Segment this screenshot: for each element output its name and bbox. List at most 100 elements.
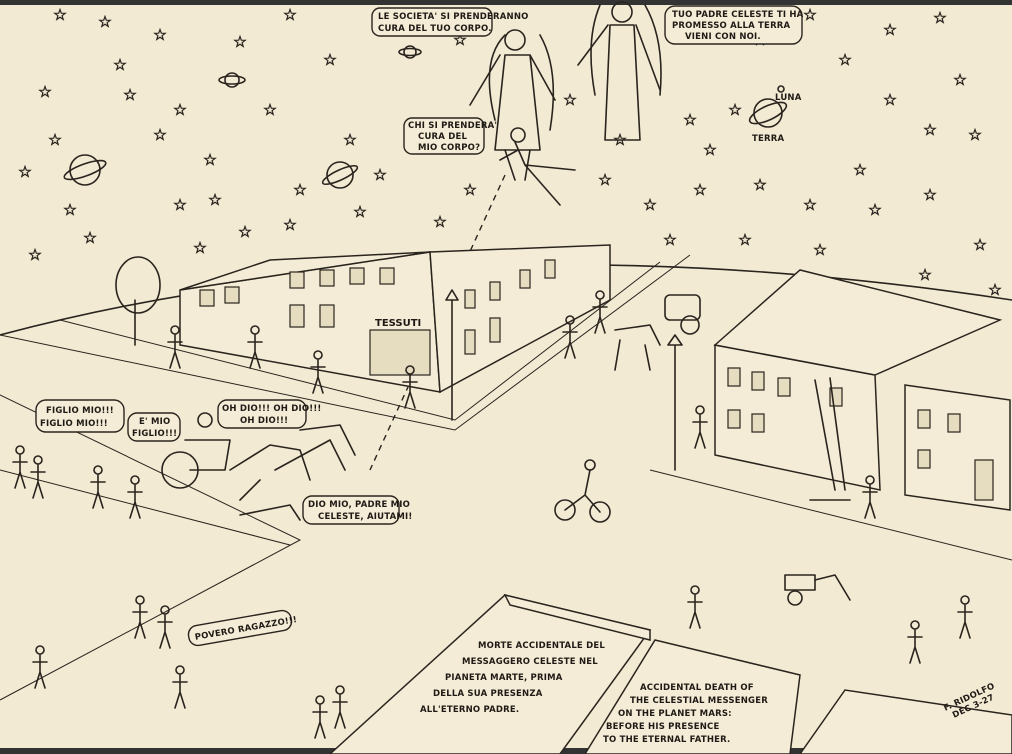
star-icon bbox=[323, 52, 337, 66]
star-icon bbox=[18, 164, 32, 178]
person-figure bbox=[172, 665, 188, 709]
person-figure bbox=[30, 455, 46, 499]
person-figure bbox=[692, 405, 708, 449]
star-icon bbox=[613, 132, 627, 146]
chariot-with-horses bbox=[161, 412, 356, 521]
star-icon bbox=[293, 182, 307, 196]
handcart-icon bbox=[784, 574, 851, 606]
star-icon bbox=[153, 127, 167, 141]
person-figure bbox=[562, 315, 578, 359]
person-figure bbox=[332, 685, 348, 729]
star-icon bbox=[53, 7, 67, 21]
tree-icon bbox=[115, 256, 161, 346]
star-icon bbox=[738, 232, 752, 246]
star-icon bbox=[923, 187, 937, 201]
person-figure bbox=[592, 290, 608, 334]
person-figure bbox=[247, 325, 263, 369]
person-figure bbox=[312, 695, 328, 739]
pedestrians bbox=[12, 290, 973, 739]
star-icon bbox=[988, 282, 1002, 296]
star-icon bbox=[38, 84, 52, 98]
star-icon bbox=[753, 177, 767, 191]
star-icon bbox=[838, 52, 852, 66]
star-icon bbox=[173, 102, 187, 116]
star-icon bbox=[728, 102, 742, 116]
street-lines bbox=[0, 254, 1012, 701]
star-icon bbox=[663, 232, 677, 246]
star-icon bbox=[953, 72, 967, 86]
star-icon bbox=[113, 57, 127, 71]
person-figure bbox=[127, 475, 143, 519]
star-icon bbox=[263, 102, 277, 116]
caption-building-english bbox=[584, 639, 801, 754]
speech-bubble-povero: POVERO RAGAZZO!!! bbox=[187, 609, 298, 647]
planet-icon bbox=[398, 45, 422, 59]
angel-left bbox=[469, 29, 556, 181]
star-icon bbox=[803, 7, 817, 21]
person-figure bbox=[90, 465, 106, 509]
angel-right bbox=[577, 1, 662, 141]
star-icon bbox=[693, 182, 707, 196]
star-icon bbox=[563, 92, 577, 106]
english-caption: ACCIDENTAL DEATH OF THE CELESTIAL MESSEN… bbox=[603, 683, 771, 745]
star-icon bbox=[373, 167, 387, 181]
earth-label: TERRA bbox=[752, 134, 784, 144]
star-icon bbox=[203, 152, 217, 166]
person-figure bbox=[957, 595, 973, 639]
top-border bbox=[0, 0, 1012, 5]
person-figure bbox=[402, 365, 418, 409]
bicycle-icon bbox=[554, 459, 611, 523]
star-icon bbox=[433, 214, 447, 228]
star-icon bbox=[853, 162, 867, 176]
star-icon bbox=[193, 240, 207, 254]
star-icon bbox=[598, 172, 612, 186]
planet-icon bbox=[218, 72, 246, 88]
star-icon bbox=[803, 197, 817, 211]
star-icon bbox=[208, 192, 222, 206]
corner-building bbox=[799, 689, 1012, 754]
person-figure bbox=[862, 475, 878, 519]
person-figure bbox=[132, 595, 148, 639]
star-icon bbox=[63, 202, 77, 216]
star-icon bbox=[48, 132, 62, 146]
earth-globe-icon bbox=[748, 85, 788, 128]
star-icon bbox=[28, 247, 42, 261]
person-figure bbox=[12, 445, 28, 489]
speech-bubble-figlio-mio: FIGLIO MIO!!!FIGLIO MIO!!! bbox=[35, 399, 125, 433]
person-figure bbox=[157, 605, 173, 649]
star-icon bbox=[923, 122, 937, 136]
shop-sign: TESSUTI bbox=[375, 318, 421, 329]
person-figure bbox=[687, 585, 703, 629]
person-figure bbox=[310, 350, 326, 394]
planet-icon bbox=[63, 154, 107, 186]
star-icon bbox=[233, 34, 247, 48]
italian-caption: MORTE ACCIDENTALE DEL MESSAGGERO CELESTE… bbox=[420, 641, 608, 715]
svg-text:OH DIO!!! OH DIO!!!OH DIO!!!: OH DIO!!! OH DIO!!!OH DIO!!! bbox=[222, 404, 322, 426]
moon-label: LUNA bbox=[775, 93, 802, 103]
planet-icon bbox=[321, 161, 359, 189]
star-icon bbox=[238, 224, 252, 238]
stars-field bbox=[18, 7, 1002, 296]
star-icon bbox=[98, 14, 112, 28]
telescope-cannon-icon bbox=[809, 377, 851, 501]
star-icon bbox=[123, 87, 137, 101]
star-icon bbox=[353, 204, 367, 218]
star-icon bbox=[173, 197, 187, 211]
star-icon bbox=[883, 92, 897, 106]
person-figure bbox=[907, 620, 923, 664]
caption-building-italian bbox=[328, 593, 652, 754]
star-icon bbox=[703, 142, 717, 156]
horse-carriage bbox=[614, 294, 701, 371]
star-icon bbox=[643, 197, 657, 211]
falling-messenger bbox=[499, 127, 576, 206]
